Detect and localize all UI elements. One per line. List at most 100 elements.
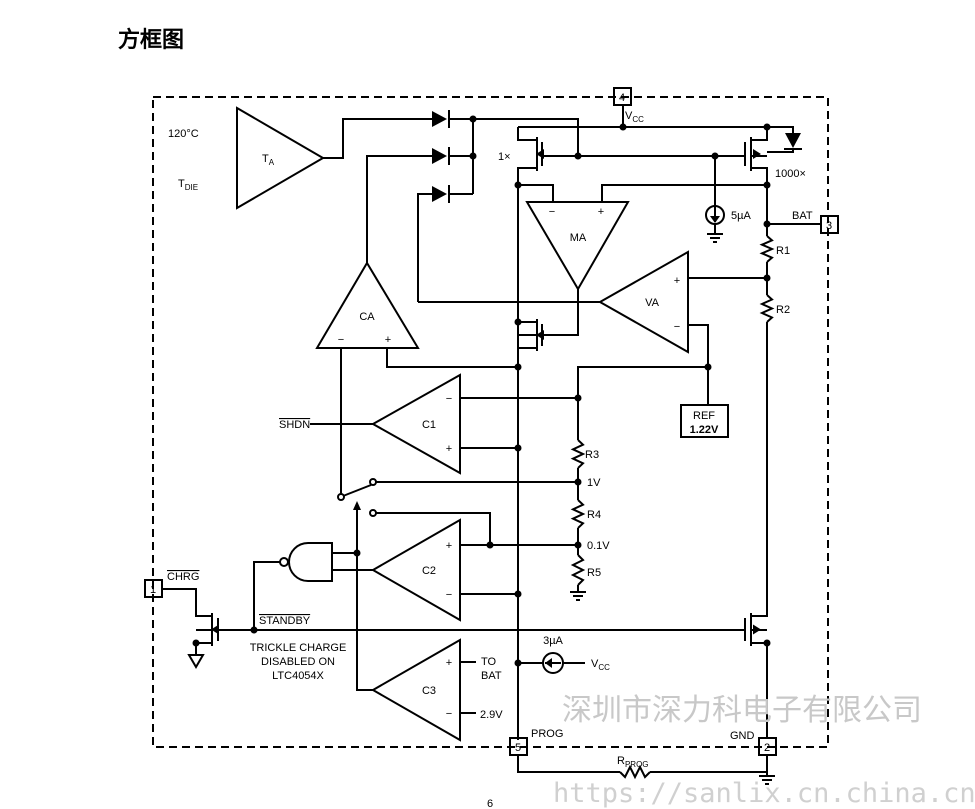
wire (650, 771, 768, 776)
ta-input-tdie: TDIE (178, 178, 198, 192)
c1-minus: − (446, 393, 452, 405)
dots (192, 115, 771, 667)
nand-gate (279, 542, 333, 582)
diode (432, 186, 447, 202)
wire (751, 322, 768, 617)
wire (366, 155, 432, 263)
pin-name: PROG (531, 728, 563, 740)
pin-4-vcc[interactable]: 4 VCC (613, 87, 644, 124)
va-label: VA (645, 297, 660, 309)
standby-label: STANDBY (259, 615, 311, 627)
c1-label: C1 (422, 419, 436, 431)
resistor-rprog (619, 764, 651, 780)
pin-number: 3 (826, 220, 832, 232)
c2-label: C2 (422, 565, 436, 577)
pin-3-bat[interactable]: 3 BAT (792, 210, 839, 234)
junction-dot (469, 115, 477, 123)
resistor (759, 294, 775, 323)
va-plus: + (674, 275, 680, 287)
page-number: 6 (487, 798, 493, 809)
comparator-c1: C1 − + SHDN (279, 373, 461, 475)
i5-label: 5µA (731, 210, 751, 222)
diode (432, 148, 447, 164)
ta-input-120c: 120°C (168, 128, 199, 140)
resistors (570, 235, 775, 780)
wire (162, 588, 212, 617)
voltage-amplifier-va: VA + − (597, 250, 689, 354)
i3-label: 3µA (543, 635, 563, 647)
pin-5-prog[interactable]: 5 PROG (509, 728, 563, 756)
mirror-amplifier-ma: MA − + (525, 201, 630, 291)
pin-name: CHRG (167, 571, 199, 583)
junction-dot (469, 152, 477, 160)
wire (543, 289, 579, 336)
resistor (570, 554, 586, 586)
wire (517, 127, 537, 141)
r5-label: R5 (587, 567, 601, 579)
ta-label: TA (262, 153, 275, 167)
c2-minus: − (446, 589, 452, 601)
wire (323, 118, 432, 159)
diode (432, 111, 447, 127)
junction-dot (711, 152, 719, 160)
rprog-label: RPROG (617, 755, 649, 769)
comparator-c2: C2 + − (370, 518, 461, 622)
junction-dot (574, 541, 582, 549)
mirror-1x-label: 1× (498, 151, 511, 163)
mode-switch (337, 478, 377, 553)
ma-label: MA (570, 232, 587, 244)
wire (386, 348, 518, 368)
junction-dot (192, 639, 200, 647)
junction-dot (763, 123, 771, 131)
c2-plus: + (446, 540, 452, 552)
pin-1-chrg[interactable]: 1 CHRG (144, 571, 199, 598)
junction-dot (763, 220, 771, 228)
wire (577, 366, 708, 440)
c3-plus: + (446, 657, 452, 669)
wire (751, 127, 768, 141)
comparator-c3: C3 + − TO BAT 2.9V (370, 638, 503, 742)
reference-1v22: REF 1.22V (680, 404, 729, 438)
watermark-company: 深圳市深力科电子有限公司 (562, 693, 922, 728)
mirror-1000x-label: 1000× (775, 168, 806, 180)
r1-label: R1 (776, 245, 790, 257)
wire (376, 512, 491, 545)
diode (785, 133, 801, 148)
mosfet-arrow (211, 624, 219, 635)
ground-icon (187, 654, 205, 669)
annotations: 1× 1000× R1 R2 R3 R4 R5 1V 0.1V STANDBY … (250, 151, 806, 769)
current-amplifier-ca: CA − + (315, 261, 420, 349)
r4-label: R4 (587, 509, 601, 521)
junction-dot (763, 639, 771, 647)
c1-plus: + (446, 443, 452, 455)
wire (688, 324, 709, 405)
junction-dot (763, 274, 771, 282)
pin-number: 1 (150, 584, 156, 596)
page-title: 方框图 (118, 27, 185, 53)
junction-dot (514, 363, 522, 371)
junction-dot (514, 590, 522, 598)
c3-bat-label: BAT (481, 670, 502, 682)
pin-name: GND (730, 730, 755, 742)
i3-vcc-label: VCC (591, 658, 610, 672)
wire (417, 193, 432, 302)
ground-icon (759, 775, 775, 785)
junction-dot (704, 363, 712, 371)
pin-number: 2 (764, 742, 770, 754)
ma-plus: + (598, 206, 604, 218)
junction-dot (574, 394, 582, 402)
junction-dot (514, 659, 522, 667)
wire (517, 167, 537, 740)
node-1v-label: 1V (587, 477, 601, 489)
pin-number: 4 (619, 92, 625, 104)
node-0v1-label: 0.1V (587, 540, 610, 552)
thermal-amplifier-ta: TA 120°C TDIE (168, 106, 325, 210)
current-source-5ua: 5µA (705, 205, 751, 225)
junction-dot (763, 181, 771, 189)
pin-2-gnd[interactable]: 2 GND (730, 730, 777, 756)
wire (517, 755, 620, 773)
ground-icon (570, 591, 586, 601)
c3-minus: − (446, 708, 452, 720)
pin-number: 5 (515, 742, 521, 754)
resistor (759, 235, 775, 263)
